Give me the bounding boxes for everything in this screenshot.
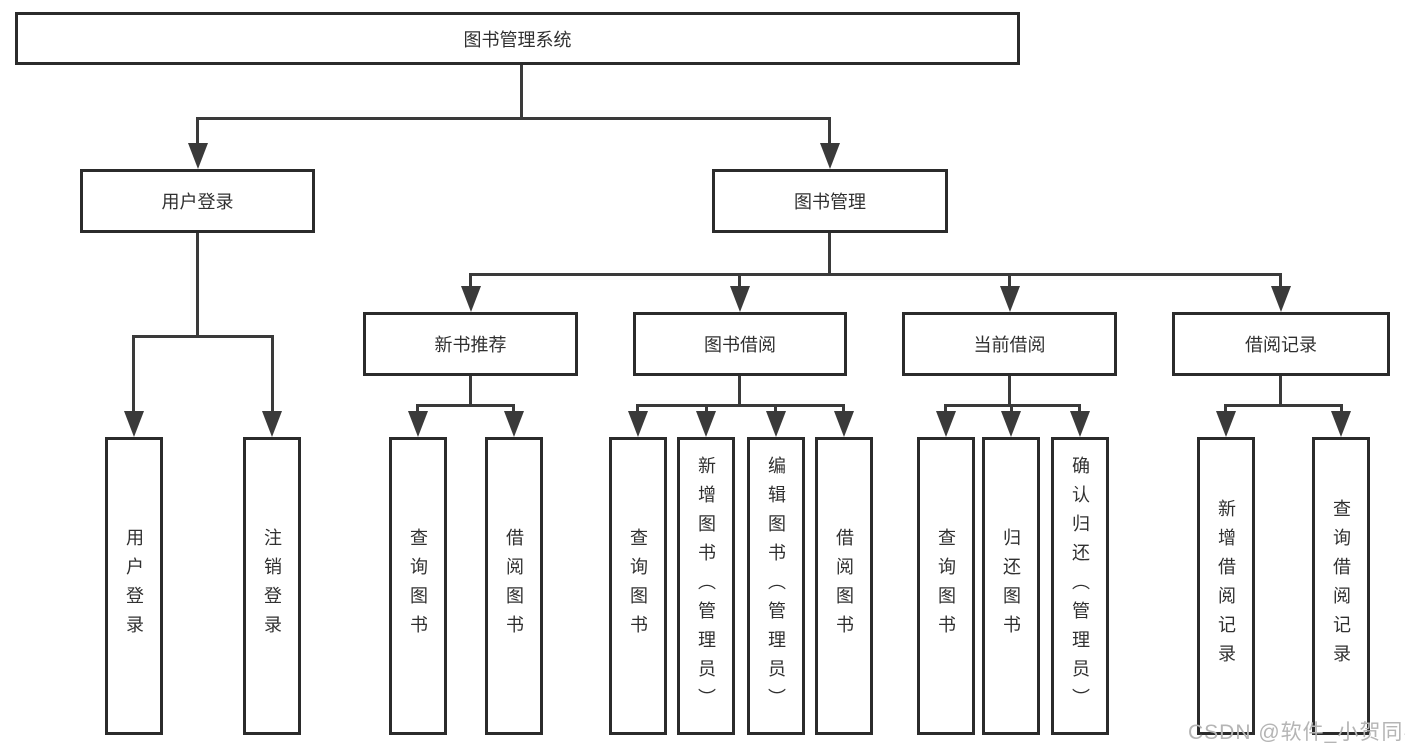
arrow-down-icon	[936, 411, 956, 437]
connector-line	[132, 335, 135, 414]
connector-line	[828, 233, 831, 275]
leaf-borrow-edit-books-admin: 编辑图书（管理员）	[747, 437, 805, 735]
connector-line	[469, 273, 1282, 276]
leaf-current-return-books: 归还图书	[982, 437, 1040, 735]
connector-line	[1010, 404, 1013, 414]
connector-line	[469, 376, 472, 407]
connector-line	[196, 233, 199, 338]
connector-line	[636, 404, 845, 407]
node-label: 借阅图书	[504, 528, 524, 644]
connector-line	[512, 404, 515, 414]
node-borrowing-records: 借阅记录	[1172, 312, 1390, 376]
arrow-down-icon	[1331, 411, 1351, 437]
arrow-down-icon	[124, 411, 144, 437]
connector-line	[1078, 404, 1081, 414]
arrow-down-icon	[504, 411, 524, 437]
node-user-login: 用户登录	[80, 169, 315, 233]
node-label: 查询图书	[408, 528, 428, 644]
leaf-records-query-borrow-record: 查询借阅记录	[1312, 437, 1370, 735]
node-label: 用户登录	[161, 192, 234, 212]
leaf-user-login: 用户登录	[105, 437, 163, 735]
node-label: 借阅记录	[1245, 335, 1317, 355]
leaf-records-add-borrow-record: 新增借阅记录	[1197, 437, 1255, 735]
node-label: 图书管理	[794, 192, 866, 212]
leaf-logout: 注销登录	[243, 437, 301, 735]
connector-line	[1340, 404, 1343, 414]
connector-line	[416, 404, 419, 414]
arrow-down-icon	[461, 286, 481, 312]
watermark: CSDN @软件_小贺同学	[1188, 721, 1405, 744]
arrow-down-icon	[1271, 286, 1291, 312]
node-label: 图书借阅	[704, 335, 776, 355]
connector-line	[738, 376, 741, 407]
connector-line	[1008, 376, 1011, 407]
arrow-down-icon	[628, 411, 648, 437]
arrow-down-icon	[1216, 411, 1236, 437]
node-book-management: 图书管理	[712, 169, 948, 233]
arrow-down-icon	[408, 411, 428, 437]
node-label: 借阅图书	[834, 528, 854, 644]
leaf-borrow-query-books: 查询图书	[609, 437, 667, 735]
arrow-down-icon	[820, 143, 840, 169]
connector-line	[774, 404, 777, 414]
leaf-recommend-borrow-books: 借阅图书	[485, 437, 543, 735]
node-label: 编辑图书（管理员）	[766, 455, 786, 717]
arrow-down-icon	[834, 411, 854, 437]
leaf-borrow-borrow-books: 借阅图书	[815, 437, 873, 735]
node-label: 新书推荐	[434, 335, 507, 355]
node-book-borrowing: 图书借阅	[633, 312, 847, 376]
connector-line	[520, 65, 523, 118]
node-label: 用户登录	[124, 528, 144, 644]
node-label: 查询图书	[628, 528, 648, 644]
node-label: 图书管理系统	[463, 29, 572, 50]
connector-line	[828, 117, 831, 146]
node-current-borrowing: 当前借阅	[902, 312, 1117, 376]
node-label: 确认归还（管理员）	[1070, 455, 1090, 717]
node-label: 查询图书	[936, 528, 956, 644]
connector-line	[1224, 404, 1343, 407]
arrow-down-icon	[1001, 411, 1021, 437]
node-label: 归还图书	[1001, 528, 1021, 644]
connector-line	[842, 404, 845, 414]
connector-line	[738, 273, 741, 289]
connector-line	[469, 273, 472, 289]
node-label: 新增借阅记录	[1216, 499, 1236, 673]
node-label: 当前借阅	[973, 335, 1046, 355]
connector-line	[1224, 404, 1227, 414]
connector-line	[944, 404, 947, 414]
arrow-down-icon	[1070, 411, 1090, 437]
arrow-down-icon	[696, 411, 716, 437]
connector-line	[196, 117, 199, 146]
connector-line	[132, 335, 274, 338]
arrow-down-icon	[188, 143, 208, 169]
connector-line	[196, 117, 831, 120]
connector-line	[705, 404, 708, 414]
node-label: 新增图书（管理员）	[696, 455, 716, 717]
connector-line	[636, 404, 639, 414]
connector-line	[1279, 273, 1282, 289]
leaf-recommend-query-books: 查询图书	[389, 437, 447, 735]
node-label: 注销登录	[262, 528, 282, 644]
leaf-current-confirm-return-admin: 确认归还（管理员）	[1051, 437, 1109, 735]
arrow-down-icon	[766, 411, 786, 437]
connector-line	[416, 404, 515, 407]
arrow-down-icon	[730, 286, 750, 312]
arrow-down-icon	[262, 411, 282, 437]
connector-line	[271, 335, 274, 414]
connector-line	[1279, 375, 1282, 407]
leaf-current-query-books: 查询图书	[917, 437, 975, 735]
arrow-down-icon	[1000, 286, 1020, 312]
node-new-book-recommendation: 新书推荐	[363, 312, 578, 376]
connector-line	[1008, 273, 1011, 289]
node-label: 查询借阅记录	[1331, 499, 1351, 673]
leaf-borrow-add-books-admin: 新增图书（管理员）	[677, 437, 735, 735]
node-library-management-system: 图书管理系统	[15, 12, 1020, 65]
